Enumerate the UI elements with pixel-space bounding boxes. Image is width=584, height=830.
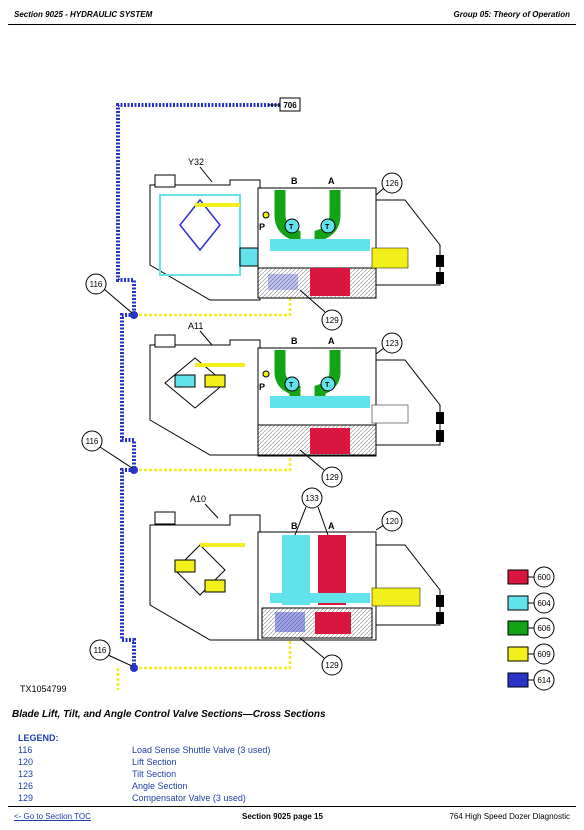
port-a-label: A — [328, 176, 335, 186]
callout-133: 133 — [294, 487, 329, 536]
footer-rule — [8, 806, 576, 807]
callout-133-label: 133 — [305, 494, 319, 503]
color-swatch-600 — [507, 569, 529, 585]
color-key: 600 604 606 609 614 — [507, 566, 555, 691]
callout-706-label: 706 — [283, 101, 297, 110]
label-a10: A10 — [190, 494, 206, 504]
color-code-label: 609 — [537, 650, 551, 659]
callout-129-label: 129 — [325, 661, 339, 670]
legend-description: Load Sense Shuttle Valve (3 used) — [132, 745, 271, 755]
callout-129-mid: 129 — [299, 449, 343, 488]
color-code-label: 614 — [537, 676, 551, 685]
legend-number: 120 — [18, 757, 34, 767]
port-p-label: P — [259, 222, 265, 232]
callout-123-label: 123 — [385, 339, 399, 348]
manual-title: 764 High Speed Dozer Diagnostic — [449, 812, 570, 821]
port-b-label: B — [291, 176, 298, 186]
legend-number: 126 — [18, 781, 34, 791]
section-toc-link[interactable]: <- Go to Section TOC — [14, 812, 91, 821]
color-swatch-609 — [507, 646, 529, 662]
callout-116-label: 116 — [86, 437, 99, 446]
color-swatch-606 — [507, 620, 529, 636]
lift-valve-section — [149, 511, 444, 641]
callout-120-label: 120 — [385, 517, 399, 526]
label-y32: Y32 — [188, 157, 204, 167]
color-swatch-614 — [507, 672, 529, 688]
callout-116-bottom: 116 — [89, 639, 133, 667]
callout-129-bottom: 129 — [299, 637, 343, 676]
callout-123: 123 — [375, 332, 403, 355]
port-p-label: P — [259, 382, 265, 392]
header-rule — [8, 24, 576, 25]
tilt-valve-section — [149, 334, 444, 457]
hydraulic-schematic: 706 126 123 120 133 116 116 116 — [20, 97, 555, 694]
callout-126-label: 126 — [385, 179, 399, 188]
callout-116-top: 116 — [85, 273, 133, 314]
port-t-label: T — [325, 224, 330, 231]
color-code-label: 604 — [537, 599, 551, 608]
legend-number: 123 — [18, 769, 34, 779]
figure-id: TX1054799 — [20, 684, 67, 694]
load-sense-line — [116, 103, 280, 668]
legend-description: Compensator Valve (3 used) — [132, 793, 246, 803]
port-b-label: B — [291, 336, 298, 346]
callout-706: 706 — [268, 97, 301, 112]
callout-126: 126 — [375, 172, 403, 196]
port-a-label: A — [328, 336, 335, 346]
port-t-label: T — [289, 224, 294, 231]
port-a-label: A — [328, 521, 335, 531]
callout-116-mid: 116 — [81, 430, 133, 469]
color-code-label: 606 — [537, 624, 551, 633]
port-t-label: T — [289, 382, 294, 389]
callout-116-label: 116 — [94, 646, 107, 655]
callout-116-label: 116 — [90, 280, 103, 289]
port-b-label: B — [291, 521, 298, 531]
callout-129-top: 129 — [299, 289, 343, 331]
color-code-label: 600 — [537, 573, 551, 582]
yellow-drain-lines — [116, 298, 292, 690]
color-swatch-604 — [507, 595, 529, 611]
legend-number: 116 — [18, 745, 33, 755]
angle-valve-section — [149, 174, 444, 301]
legend-title: LEGEND: — [18, 733, 59, 743]
legend-description: Lift Section — [132, 757, 177, 767]
callout-120: 120 — [375, 510, 403, 532]
callout-129-label: 129 — [325, 316, 339, 325]
group-header: Group 05: Theory of Operation — [453, 10, 570, 19]
legend-number: 129 — [18, 793, 34, 803]
figure-caption: Blade Lift, Tilt, and Angle Control Valv… — [12, 709, 326, 720]
legend-description: Angle Section — [132, 781, 188, 791]
callout-129-label: 129 — [325, 473, 339, 482]
page-number: Section 9025 page 15 — [242, 812, 323, 821]
port-t-label: T — [325, 382, 330, 389]
legend-description: Tilt Section — [132, 769, 177, 779]
section-header: Section 9025 - HYDRAULIC SYSTEM — [14, 10, 153, 19]
label-a11: A11 — [188, 321, 203, 331]
